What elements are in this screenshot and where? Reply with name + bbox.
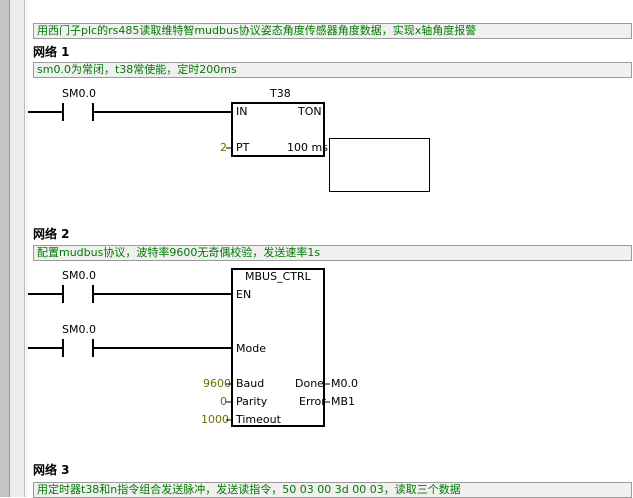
parity-label: Parity xyxy=(236,395,268,408)
done-label: Done xyxy=(295,377,324,390)
timeout-label: Timeout xyxy=(236,413,281,426)
timer-base-label: 100 ms xyxy=(287,141,328,154)
mbus-ctrl-block[interactable] xyxy=(231,268,325,427)
blank-output-box[interactable] xyxy=(329,138,430,192)
left-rail-inner xyxy=(10,0,25,497)
left-rail-outer xyxy=(0,0,10,497)
done-output[interactable]: M0.0 xyxy=(331,377,358,390)
n2-contact-mode-label: SM0.0 xyxy=(62,323,96,336)
timer-name: T38 xyxy=(270,87,291,100)
program-comment[interactable]: 用西门子plc的rs485读取维特智mudbus协议姿态角度传感器角度数据，实现… xyxy=(33,23,632,39)
mbus-ctrl-name: MBUS_CTRL xyxy=(245,270,311,283)
network-1-title[interactable]: 网络 1 xyxy=(33,45,70,59)
error-label: Error xyxy=(299,395,326,408)
power-rail xyxy=(25,0,28,497)
timer-pt-value[interactable]: 2 xyxy=(220,141,227,154)
timer-type-label: TON xyxy=(298,105,322,118)
timer-ton-block[interactable] xyxy=(231,102,325,157)
mbus-mode-label: Mode xyxy=(236,342,266,355)
network-3-title[interactable]: 网络 3 xyxy=(33,463,70,477)
timer-pt-label: PT xyxy=(236,141,250,154)
n1-contact-label: SM0.0 xyxy=(62,87,96,100)
timeout-value[interactable]: 1000 xyxy=(201,413,229,426)
network-2-title[interactable]: 网络 2 xyxy=(33,227,70,241)
n2-contact-en-label: SM0.0 xyxy=(62,269,96,282)
network-1-comment[interactable]: sm0.0为常闭，t38常使能，定时200ms xyxy=(33,62,632,78)
baud-value[interactable]: 9600 xyxy=(203,377,231,390)
mbus-en-label: EN xyxy=(236,288,252,301)
baud-label: Baud xyxy=(236,377,265,390)
timer-in-label: IN xyxy=(236,105,248,118)
network-2-comment[interactable]: 配置mudbus协议，波特率9600无奇偶校验，发送速率1s xyxy=(33,245,632,261)
error-output[interactable]: MB1 xyxy=(331,395,356,408)
parity-value[interactable]: 0 xyxy=(220,395,227,408)
